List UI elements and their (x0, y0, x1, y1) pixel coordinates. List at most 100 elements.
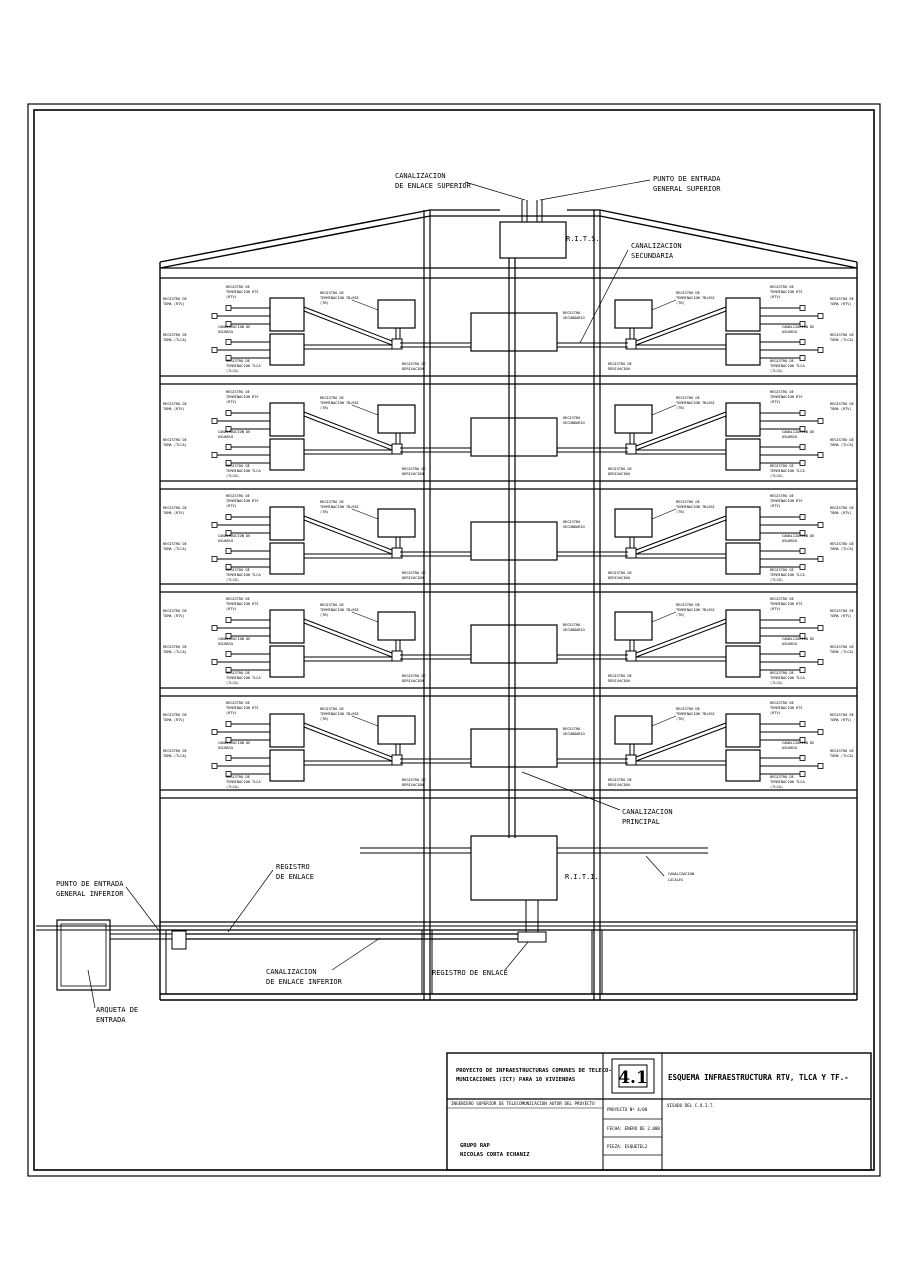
diag-right (635, 310, 727, 346)
toma-right (799, 617, 806, 623)
label-canal-locales-1: CANALIZACION (668, 872, 694, 876)
label-term-rtv: REGISTRO DE (226, 390, 250, 394)
diag-left (303, 722, 393, 758)
toma-right (799, 444, 806, 450)
box-tb-left (377, 715, 416, 745)
label-toma-rtv: REGISTRO DE (830, 297, 854, 301)
toma-left (225, 651, 232, 657)
label-registro-secundario: SECUNDARIO (563, 525, 585, 529)
label-term-rtv: TERMINACION RTV (770, 706, 803, 710)
label-term-rtv: (RTV) (770, 711, 781, 715)
label-term-rtv: TERMINACION RTV (226, 602, 259, 606)
label-toma-tlca: TOMA (TLCA) (163, 547, 187, 551)
toma-right (799, 564, 806, 570)
roof-left-outer (159, 209, 431, 263)
diag-right (635, 622, 727, 658)
label-toma-rtv: TOMA (RTV) (163, 511, 185, 515)
label-derivacion: DERIVACION (608, 576, 630, 580)
label-punto-entrada-superior-1: PUNTO DE ENTRADA (653, 175, 721, 183)
diag-left (303, 310, 393, 346)
label-term-tlca: REGISTRO DE (226, 568, 250, 572)
label-derivacion: DERIVACION (608, 367, 630, 371)
label-toma-tlca: REGISTRO DE (163, 542, 187, 546)
toma-left (225, 530, 232, 536)
label-term-rtv: REGISTRO DE (226, 494, 250, 498)
leader (651, 299, 677, 311)
project-title-1: PROYECTO DE INFRAESTRUCTURAS COMUNES DE … (456, 1068, 612, 1074)
label-canal-secundaria-1: CANALIZACION (631, 242, 682, 250)
label-term-tlca: (TLCA) (770, 681, 783, 685)
diag-left (303, 411, 393, 447)
toma-left (225, 410, 232, 416)
label-term-tlca: (TLCA) (770, 785, 783, 789)
box-tb-right (614, 404, 653, 434)
box-tlca-left (269, 438, 305, 471)
label-derivacion: REGISTRO DE (402, 362, 426, 366)
label-registro-secundario: REGISTRO (563, 416, 580, 420)
label-canal-usuario: USUARIO (782, 330, 797, 334)
visado: VISADO DEL C.O.I.T. (667, 1103, 715, 1108)
toma-right (817, 625, 824, 631)
derivacion-left (391, 338, 403, 350)
label-term-rtv: (RTV) (770, 295, 781, 299)
leader (351, 611, 379, 623)
label-term-tlca: REGISTRO DE (770, 464, 794, 468)
label-term-tb: REGISTRO DE (320, 291, 344, 295)
label-term-rtv: (RTV) (770, 504, 781, 508)
label-canal-enlace-superior-2: DE ENLACE SUPERIOR (395, 182, 472, 190)
toma-right (799, 514, 806, 520)
toma-right (799, 737, 806, 743)
label-toma-rtv: REGISTRO DE (163, 506, 187, 510)
label-toma-tlca: TOMA (TLCA) (830, 338, 854, 342)
label-toma-rtv: REGISTRO DE (830, 713, 854, 717)
label-canal-usuario: CANALIZACION DE (218, 637, 250, 641)
label-term-tb: TERMINACION TB+RSI (320, 608, 359, 612)
number-box (611, 1058, 655, 1094)
diag-right (635, 306, 727, 342)
derivacion-right (625, 754, 637, 766)
leader-punto-entrada-superior (539, 179, 651, 201)
leader-canal-secundaria (579, 249, 629, 344)
box-rtv-left (269, 402, 305, 437)
diag-left (303, 306, 393, 342)
registro-secundario-box (470, 521, 558, 561)
diag-right (635, 415, 727, 451)
registro-secundario-box (470, 624, 558, 664)
diag-left (303, 519, 393, 555)
leader-canal-principal (521, 771, 621, 811)
label-term-tlca: (TLCA) (226, 474, 239, 478)
label-term-tb: (TB) (676, 406, 685, 410)
label-term-tb: REGISTRO DE (320, 396, 344, 400)
label-term-tlca: REGISTRO DE (226, 671, 250, 675)
label-term-tlca: TERMINACION TLCA (226, 676, 261, 680)
toma-right (817, 729, 824, 735)
label-toma-tlca: REGISTRO DE (163, 645, 187, 649)
toma-left (211, 418, 218, 424)
leader-canal-enlace-inferior (331, 937, 381, 971)
label-registro-secundario: SECUNDARIO (563, 732, 585, 736)
leader (651, 611, 677, 623)
label-canal-enlace-inferior-2: DE ENLACE INFERIOR (266, 978, 343, 986)
toma-right (817, 556, 824, 562)
label-toma-rtv: REGISTRO DE (163, 297, 187, 301)
box-rtv-right (725, 713, 761, 748)
label-canal-usuario: CANALIZACION DE (782, 534, 814, 538)
label-term-tlca: TERMINACION TLCA (226, 469, 261, 473)
label-punto-entrada-inferior-2: GENERAL INFERIOR (56, 890, 124, 898)
box-tlca-right (725, 749, 761, 782)
box-tb-left (377, 299, 416, 329)
roof-right-inner (599, 215, 858, 269)
label-toma-tlca: REGISTRO DE (830, 438, 854, 442)
diag-left (303, 515, 393, 551)
box-rtv-left (269, 713, 305, 748)
derivacion-right (625, 547, 637, 559)
label-canal-usuario: USUARIO (782, 539, 797, 543)
label-term-rtv: TERMINACION RTV (770, 395, 803, 399)
label-term-tb: REGISTRO DE (676, 396, 700, 400)
label-canal-secundaria-2: SECUNDARIA (631, 252, 674, 260)
label-toma-rtv: TOMA (RTV) (830, 718, 852, 722)
registro-enlace-box-bottom (517, 931, 547, 943)
leader (351, 299, 379, 311)
